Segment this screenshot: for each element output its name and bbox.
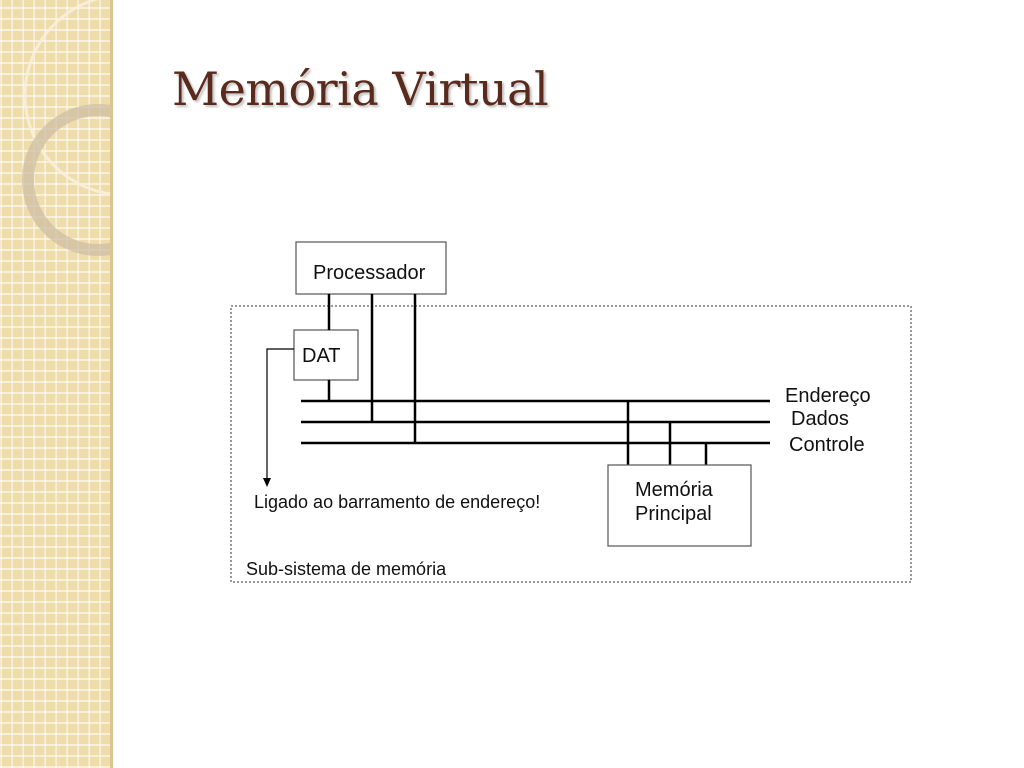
decorative-ring-small xyxy=(22,104,110,256)
decorative-ring-large xyxy=(23,0,110,196)
address-bus-note: Ligado ao barramento de endereço! xyxy=(254,492,540,512)
main-memory-box xyxy=(607,464,752,547)
decorative-sidebar xyxy=(0,0,113,768)
slide-title: Memória Virtual xyxy=(172,62,549,116)
data-bus-label: Dados xyxy=(791,408,849,430)
decorative-circles xyxy=(22,0,110,256)
subsystem-boundary xyxy=(230,305,912,583)
subsystem-label: Sub-sistema de memória xyxy=(246,559,447,579)
dat-box xyxy=(293,329,359,381)
processor-box xyxy=(295,241,447,295)
control-bus-label: Controle xyxy=(789,434,865,456)
dat-label: DAT xyxy=(302,345,341,367)
main-memory-label-line2: Principal xyxy=(635,503,712,525)
main-memory-label-line1: Memória xyxy=(635,479,714,501)
processor-label: Processador xyxy=(313,262,426,284)
dat-note-arrow-line xyxy=(266,348,294,478)
dat-note-arrow-head xyxy=(263,478,271,487)
address-bus-label: Endereço xyxy=(785,385,871,407)
